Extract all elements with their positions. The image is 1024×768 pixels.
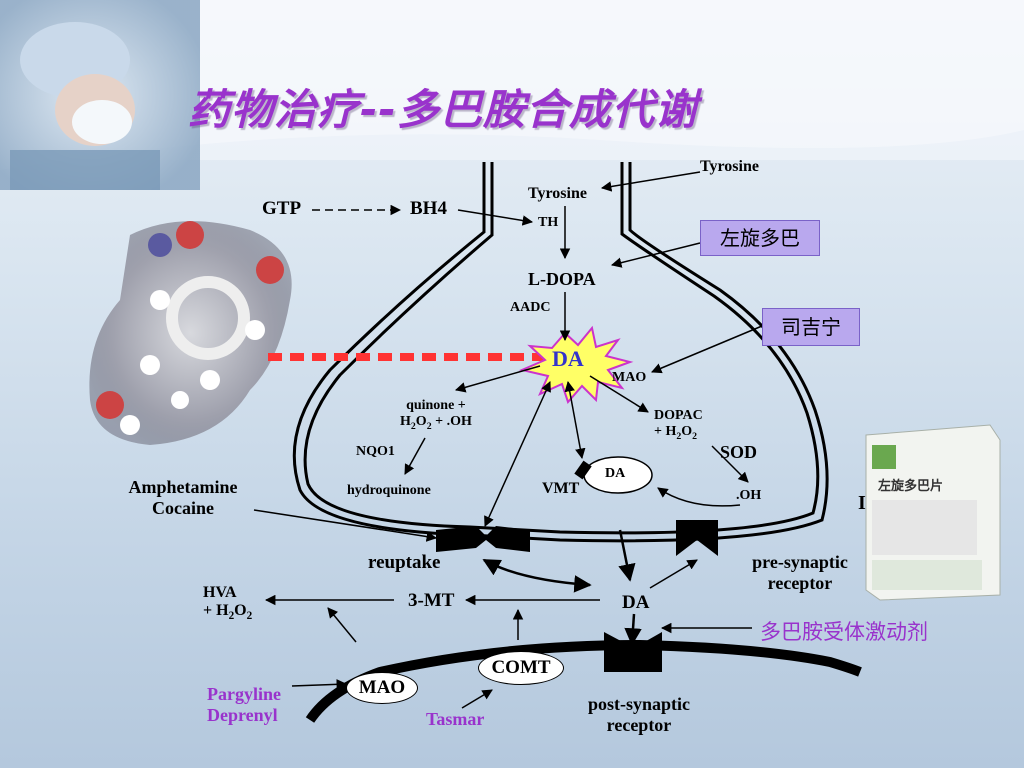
oh-label: .OH xyxy=(736,488,762,503)
amphetamine-cocaine-label: Amphetamine Cocaine xyxy=(128,477,238,518)
gtp-label: GTP xyxy=(262,198,302,219)
mao-enzyme-oval: MAO xyxy=(346,672,418,704)
selegiline-drug-box: 司吉宁 xyxy=(762,308,860,346)
vmt-transporter xyxy=(574,460,592,480)
da-center-label: DA xyxy=(552,346,584,371)
presynaptic-terminal xyxy=(292,162,829,543)
doctor-photo xyxy=(0,0,200,190)
aadc-label: AADC xyxy=(510,300,551,315)
slide-title: 药物治疗--多巴胺合成代谢 xyxy=(188,85,698,134)
da-cleft-label: DA xyxy=(622,592,650,613)
tyrosine-label: Tyrosine xyxy=(528,185,587,202)
tyrosine-extracellular-label: Tyrosine xyxy=(700,158,759,175)
da-vesicle-arrow xyxy=(564,380,586,460)
comt-enzyme-oval: COMT xyxy=(478,651,564,685)
nqo1-label: NQO1 xyxy=(356,444,395,459)
da-reuptake-arrow xyxy=(484,381,551,527)
tyrosine-transport-arrow xyxy=(600,171,701,192)
dopamine-agonist-label: 多巴胺受体激动剂 xyxy=(760,620,928,644)
molecule-model xyxy=(89,221,292,445)
release-arrow xyxy=(618,529,636,582)
levodopa-arrow xyxy=(610,242,701,268)
th-label: TH xyxy=(538,215,559,230)
hva-label: HVA + H2O2 xyxy=(203,584,253,623)
quinone-label: quinone + H2O2 + .OH xyxy=(400,398,472,432)
presynaptic-receptor xyxy=(676,520,718,556)
dopac-oh-arrow xyxy=(711,445,749,483)
amphetamine-arrow xyxy=(253,509,438,542)
quinone-hydroquinone-arrow xyxy=(404,437,426,475)
hydroquinone-label: hydroquinone xyxy=(347,483,431,498)
postsynaptic-receptor xyxy=(604,632,662,672)
da-quinone-arrow xyxy=(454,365,541,393)
bh4-th-arrow xyxy=(457,209,534,226)
da-dopac-arrow xyxy=(589,375,649,413)
ldopa-label: L-DOPA xyxy=(528,269,596,289)
tasmar-arrow xyxy=(461,689,493,709)
sod-label: SOD xyxy=(720,442,758,462)
pargyline-arrow xyxy=(291,679,348,690)
oh-vesicle-curve xyxy=(657,487,741,507)
medicine-package xyxy=(865,424,1001,601)
postsynaptic-receptor-label: post-synaptic receptor xyxy=(587,694,690,735)
dopac-label: DOPAC + H2O2 xyxy=(654,408,703,442)
bh4-label: BH4 xyxy=(410,198,447,219)
mao-up-arrow xyxy=(327,607,357,643)
da-presyn-arrow xyxy=(649,559,698,589)
presynaptic-receptor-label: pre-synaptic receptor xyxy=(752,552,848,593)
da-vesicle-label: DA xyxy=(605,466,626,481)
selegiline-arrow xyxy=(651,325,763,374)
da-postsyn-arrow xyxy=(624,613,642,646)
tasmar-label: Tasmar xyxy=(426,709,485,729)
reuptake-label: reuptake xyxy=(368,552,441,573)
reuptake-transporter xyxy=(436,526,530,552)
partial-letter: I xyxy=(858,492,866,514)
3mt-label: 3-MT xyxy=(408,590,455,611)
vmt-label: VMT xyxy=(542,480,580,497)
levodopa-drug-box: 左旋多巴 xyxy=(700,220,820,256)
mao-inhibitors-label: Pargyline Deprenyl xyxy=(207,684,281,725)
reuptake-curve xyxy=(482,558,592,593)
package-label: 左旋多巴片 xyxy=(878,479,944,494)
mao-inner-label: MAO xyxy=(612,370,647,385)
